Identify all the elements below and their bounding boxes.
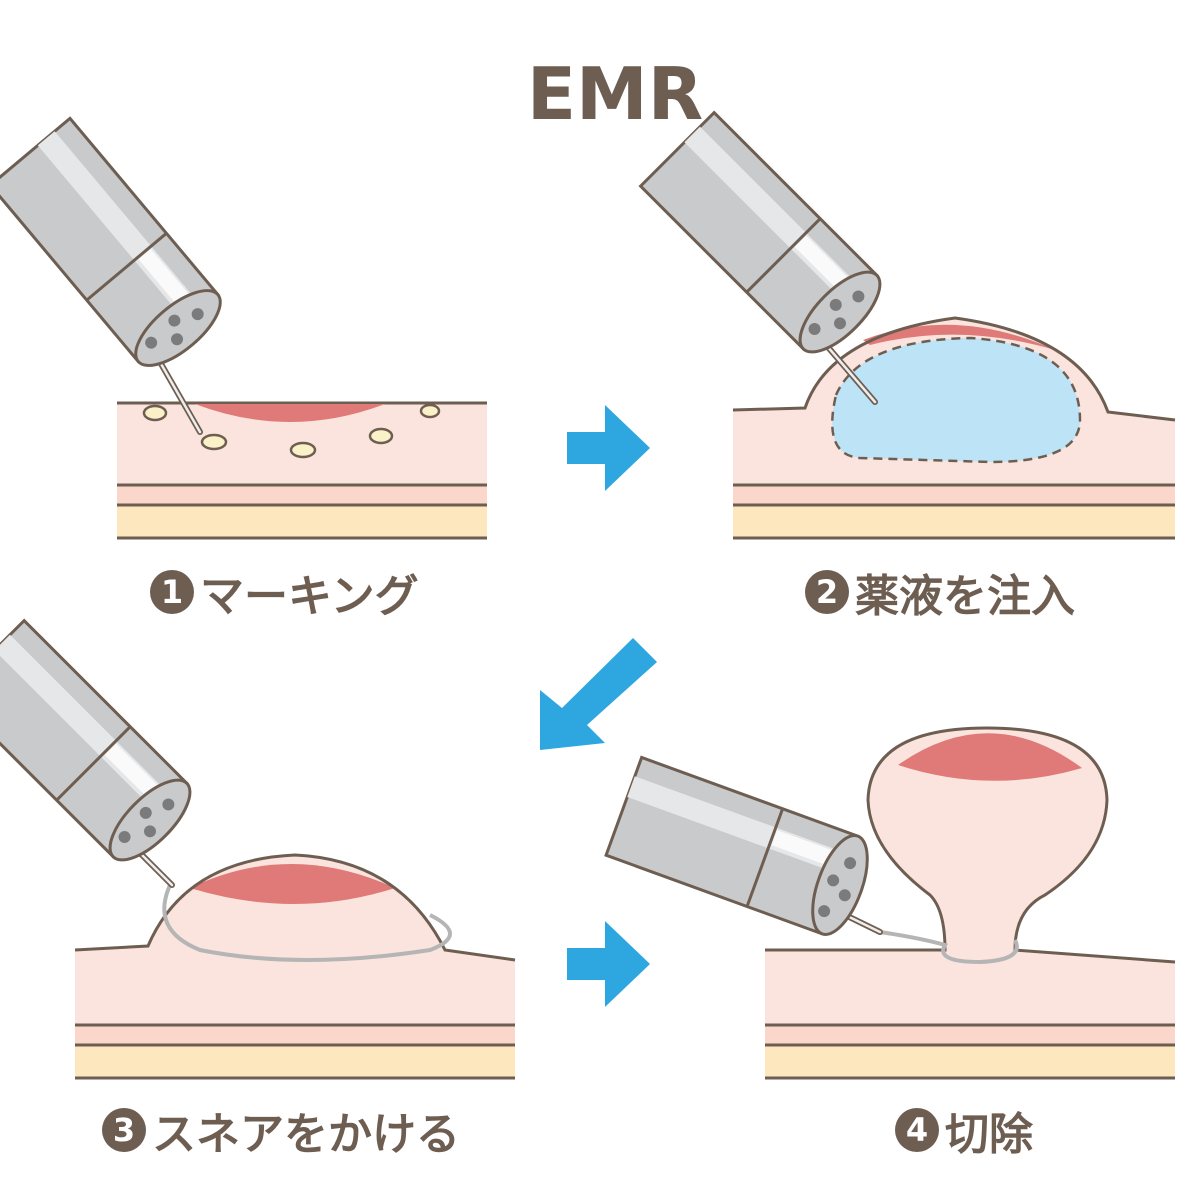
step-text: マーキング bbox=[200, 571, 419, 622]
step-text: 切除 bbox=[945, 1109, 1033, 1160]
step-3-label: 3 スネアをかける bbox=[102, 1098, 460, 1162]
panel-injection bbox=[639, 111, 1176, 540]
step-1-label: 1 マーキング bbox=[150, 560, 419, 624]
step-4-label: 4 切除 bbox=[895, 1098, 1033, 1162]
diagram-title: EMR bbox=[526, 52, 704, 136]
arrow-down-left-icon bbox=[540, 638, 657, 750]
panel-marking bbox=[0, 116, 487, 540]
panel-snare bbox=[0, 619, 516, 1080]
endoscope-icon bbox=[0, 116, 234, 380]
arrow-right-icon bbox=[567, 921, 650, 1007]
step-number-badge: 3 bbox=[102, 1108, 146, 1152]
marking-dots bbox=[142, 403, 441, 459]
step-number-badge: 1 bbox=[150, 570, 194, 614]
step-text: 薬液を注入 bbox=[855, 571, 1075, 622]
endoscope-icon bbox=[639, 111, 894, 366]
endoscope-icon bbox=[604, 755, 880, 943]
step-number-badge: 2 bbox=[805, 570, 849, 614]
endoscope-icon bbox=[0, 619, 204, 874]
step-number-badge: 4 bbox=[895, 1108, 939, 1152]
step-2-label: 2 薬液を注入 bbox=[805, 560, 1075, 624]
panel-resection bbox=[604, 726, 1176, 1080]
arrow-right-icon bbox=[567, 405, 650, 491]
step-text: スネアをかける bbox=[152, 1109, 460, 1160]
